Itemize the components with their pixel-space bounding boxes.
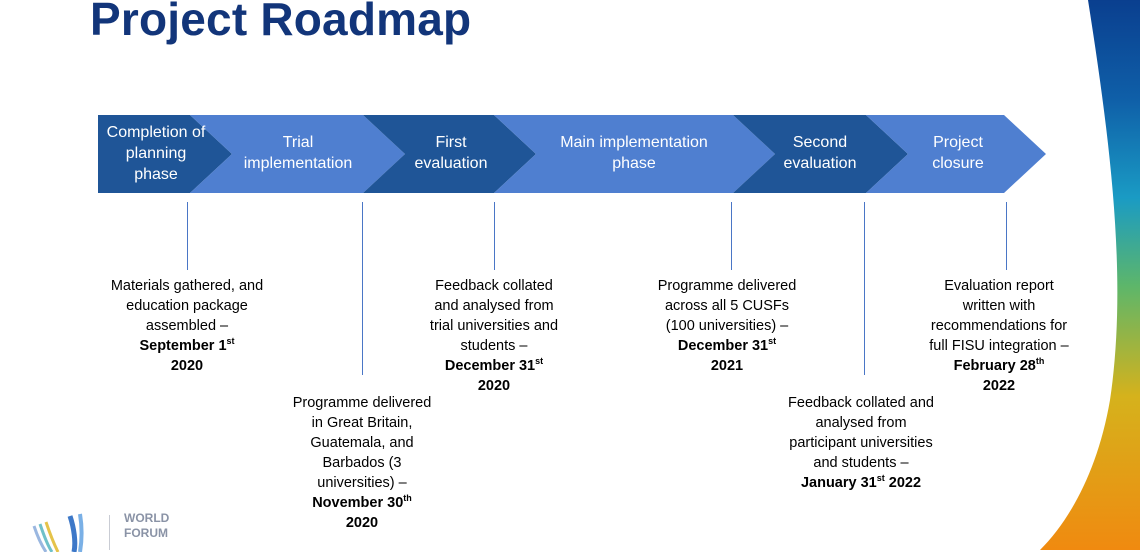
- page-title: Project Roadmap: [90, 0, 472, 45]
- milestone-date: December 31: [444, 358, 536, 374]
- milestone-date-suffix: st: [876, 473, 885, 484]
- logo-line-1: WORLD: [124, 511, 170, 525]
- milestone-text: Feedback collated and analysed from part…: [788, 395, 934, 471]
- milestone-note-2: Programme delivered in Great Britain, Gu…: [286, 393, 438, 533]
- phase-label-4: Main implementation phase: [560, 134, 708, 172]
- milestone-note-5: Feedback collated and analysed from part…: [786, 393, 936, 493]
- milestone-text: Programme delivered across all 5 CUSFs (…: [657, 278, 797, 334]
- milestone-date: February 28: [953, 358, 1036, 374]
- phase-chevron-3: [363, 115, 536, 193]
- milestone-year: 2022: [982, 378, 1016, 394]
- milestone-text: Evaluation report written with recommend…: [929, 278, 1069, 354]
- milestone-text: Feedback collated and analysed from tria…: [429, 278, 559, 354]
- milestone-note-1: Materials gathered, and education packag…: [108, 276, 266, 376]
- logo-mark-icon: [32, 513, 84, 552]
- milestone-date-suffix: th: [403, 493, 412, 504]
- milestone-year: 2021: [710, 358, 744, 374]
- phase-label-1: Completion of planning phase: [106, 123, 206, 183]
- milestone-year: 2020: [170, 358, 204, 374]
- phase-label-6: Project closure: [932, 134, 984, 172]
- milestone-year: 2020: [345, 515, 379, 531]
- milestone-date: January 31: [800, 475, 877, 491]
- milestone-date: December 31: [677, 338, 769, 354]
- connector-line-4: [731, 202, 732, 270]
- logo-line-2: FORUM: [124, 526, 168, 540]
- phase-label-2: Trial implementation: [243, 134, 353, 172]
- phase-chevron-2: [190, 115, 405, 193]
- milestone-date-suffix: st: [535, 356, 544, 367]
- milestone-text: Materials gathered, and education packag…: [110, 278, 264, 334]
- logo-divider: [109, 515, 110, 550]
- connector-line-5: [864, 202, 865, 375]
- phase-chevron-6: [866, 115, 1046, 193]
- connector-line-2: [362, 202, 363, 375]
- connector-line-6: [1006, 202, 1007, 270]
- milestone-date-suffix: st: [226, 336, 235, 347]
- milestone-note-3: Feedback collated and analysed from tria…: [429, 276, 559, 396]
- milestone-year: 2020: [477, 378, 511, 394]
- milestone-date-suffix: st: [768, 336, 777, 347]
- milestone-date: September 1: [139, 338, 227, 354]
- milestone-note-4: Programme delivered across all 5 CUSFs (…: [651, 276, 803, 376]
- milestone-date-suffix: th: [1035, 356, 1045, 367]
- milestone-note-6: Evaluation report written with recommend…: [928, 276, 1070, 396]
- logo-text: WORLD FORUM: [124, 511, 169, 541]
- phase-label-3: First evaluation: [414, 134, 488, 172]
- milestone-text: Programme delivered in Great Britain, Gu…: [292, 395, 432, 491]
- milestone-date: November 30: [312, 495, 404, 511]
- milestone-year: 2022: [888, 475, 922, 491]
- phase-label-5: Second evaluation: [783, 134, 857, 172]
- connector-line-1: [187, 202, 188, 270]
- connector-line-3: [494, 202, 495, 270]
- roadmap-chevrons: [98, 115, 1046, 193]
- phase-chevron-1: [98, 115, 232, 193]
- phase-chevron-5: [733, 115, 908, 193]
- phase-chevron-4: [494, 115, 775, 193]
